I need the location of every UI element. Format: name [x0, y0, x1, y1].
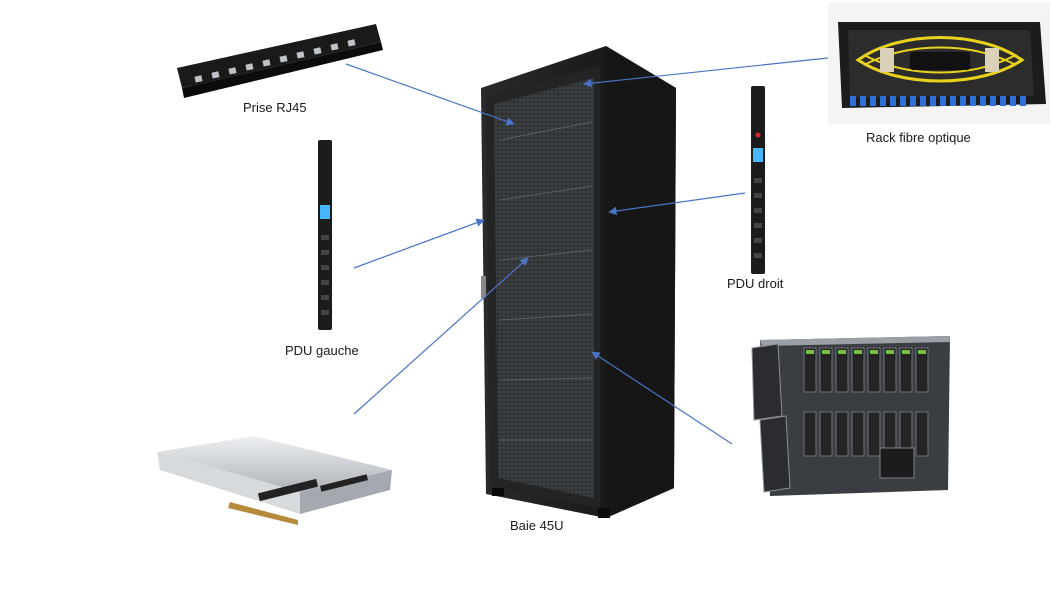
pdu-strip-icon	[318, 140, 332, 330]
connector-arrows	[345, 57, 829, 445]
label-cabinet: Baie 45U	[510, 518, 564, 533]
arrow-pdu-left-to-cabinet	[353, 218, 485, 269]
label-pdu-right: PDU droit	[727, 276, 784, 291]
blade-chassis-icon	[751, 336, 950, 496]
arrow-pdu-right-to-cabinet	[608, 192, 746, 216]
rack-server-icon	[157, 436, 392, 525]
pdu-strip-icon	[751, 86, 765, 274]
label-fiber-rack: Rack fibre optique	[866, 130, 971, 145]
arrow-blade-to-cabinet	[591, 351, 733, 445]
fiber-optic-rack-icon	[828, 2, 1050, 124]
server-cabinet-icon	[481, 46, 676, 518]
label-pdu-left: PDU gauche	[285, 343, 359, 358]
label-patch-panel: Prise RJ45	[243, 100, 307, 115]
rj45-patch-panel-icon	[177, 24, 383, 98]
arrow-server-to-cabinet	[353, 257, 529, 415]
arrow-fiber-to-cabinet	[583, 57, 829, 88]
arrow-rj45-to-cabinet	[345, 63, 515, 126]
